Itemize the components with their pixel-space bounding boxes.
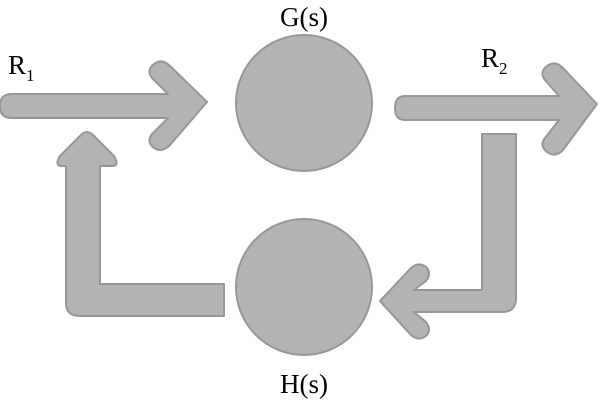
label-r2-main: R [481, 43, 499, 73]
label-r1: R1 [8, 50, 35, 85]
feedback-path-left [56, 131, 225, 317]
label-h: H(s) [280, 369, 328, 399]
label-r2-subscript: 2 [499, 59, 508, 78]
g-block-circle [235, 34, 373, 172]
output-arrow-r2 [394, 62, 598, 156]
label-g: G(s) [280, 2, 328, 32]
label-r2: R2 [481, 43, 508, 78]
label-r1-main: R [8, 50, 26, 80]
feedback-path-right [379, 133, 517, 340]
input-arrow-r1 [0, 60, 208, 151]
h-block-circle [235, 218, 373, 356]
label-r1-subscript: 1 [26, 66, 35, 85]
